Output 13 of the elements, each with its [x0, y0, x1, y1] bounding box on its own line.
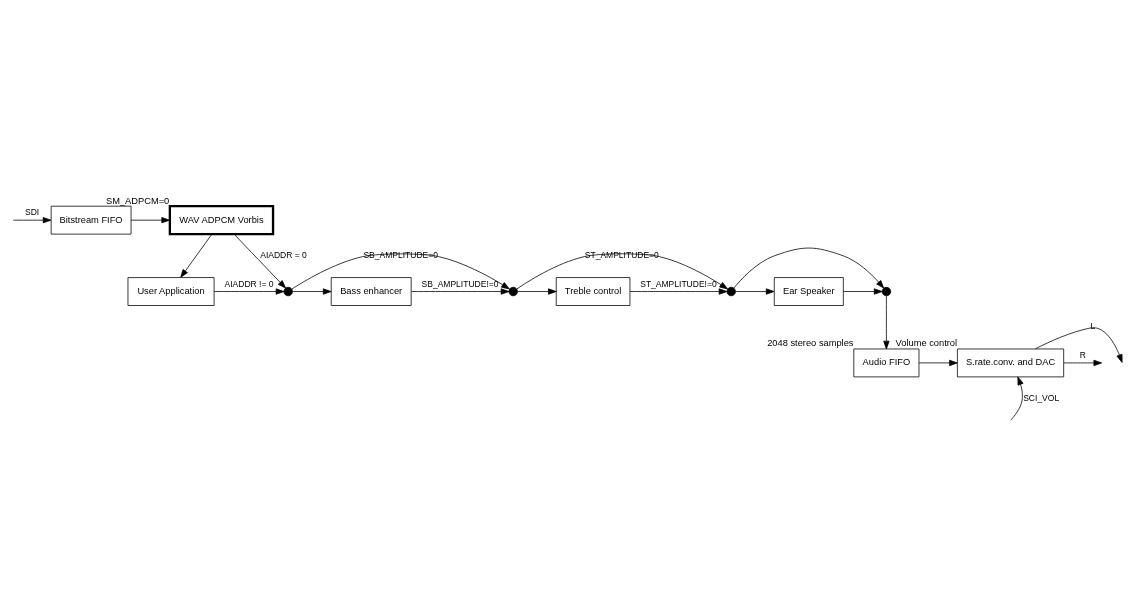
edge-label: SB_AMPLITUDE=0 [363, 249, 438, 260]
edge-label: SDI [24, 206, 40, 217]
edge-label: L [1090, 320, 1096, 331]
edge-label: AIADDR != 0 [224, 278, 274, 289]
edge-label: SB_AMPLITUDE!=0 [421, 278, 499, 289]
node-label: SM_ADPCM=0 [106, 195, 170, 206]
edge-label: R [1079, 349, 1086, 360]
node-label: Volume control [895, 337, 958, 348]
edge-label: ST_AMPLITUDE=0 [584, 249, 659, 260]
node-label: 2048 stereo samples [767, 337, 854, 348]
edge-label: ST_AMPLITUDE!=0 [640, 278, 717, 289]
edge-label: AIADDR = 0 [260, 249, 307, 260]
edge-label: SCI_VOL [1023, 392, 1060, 403]
